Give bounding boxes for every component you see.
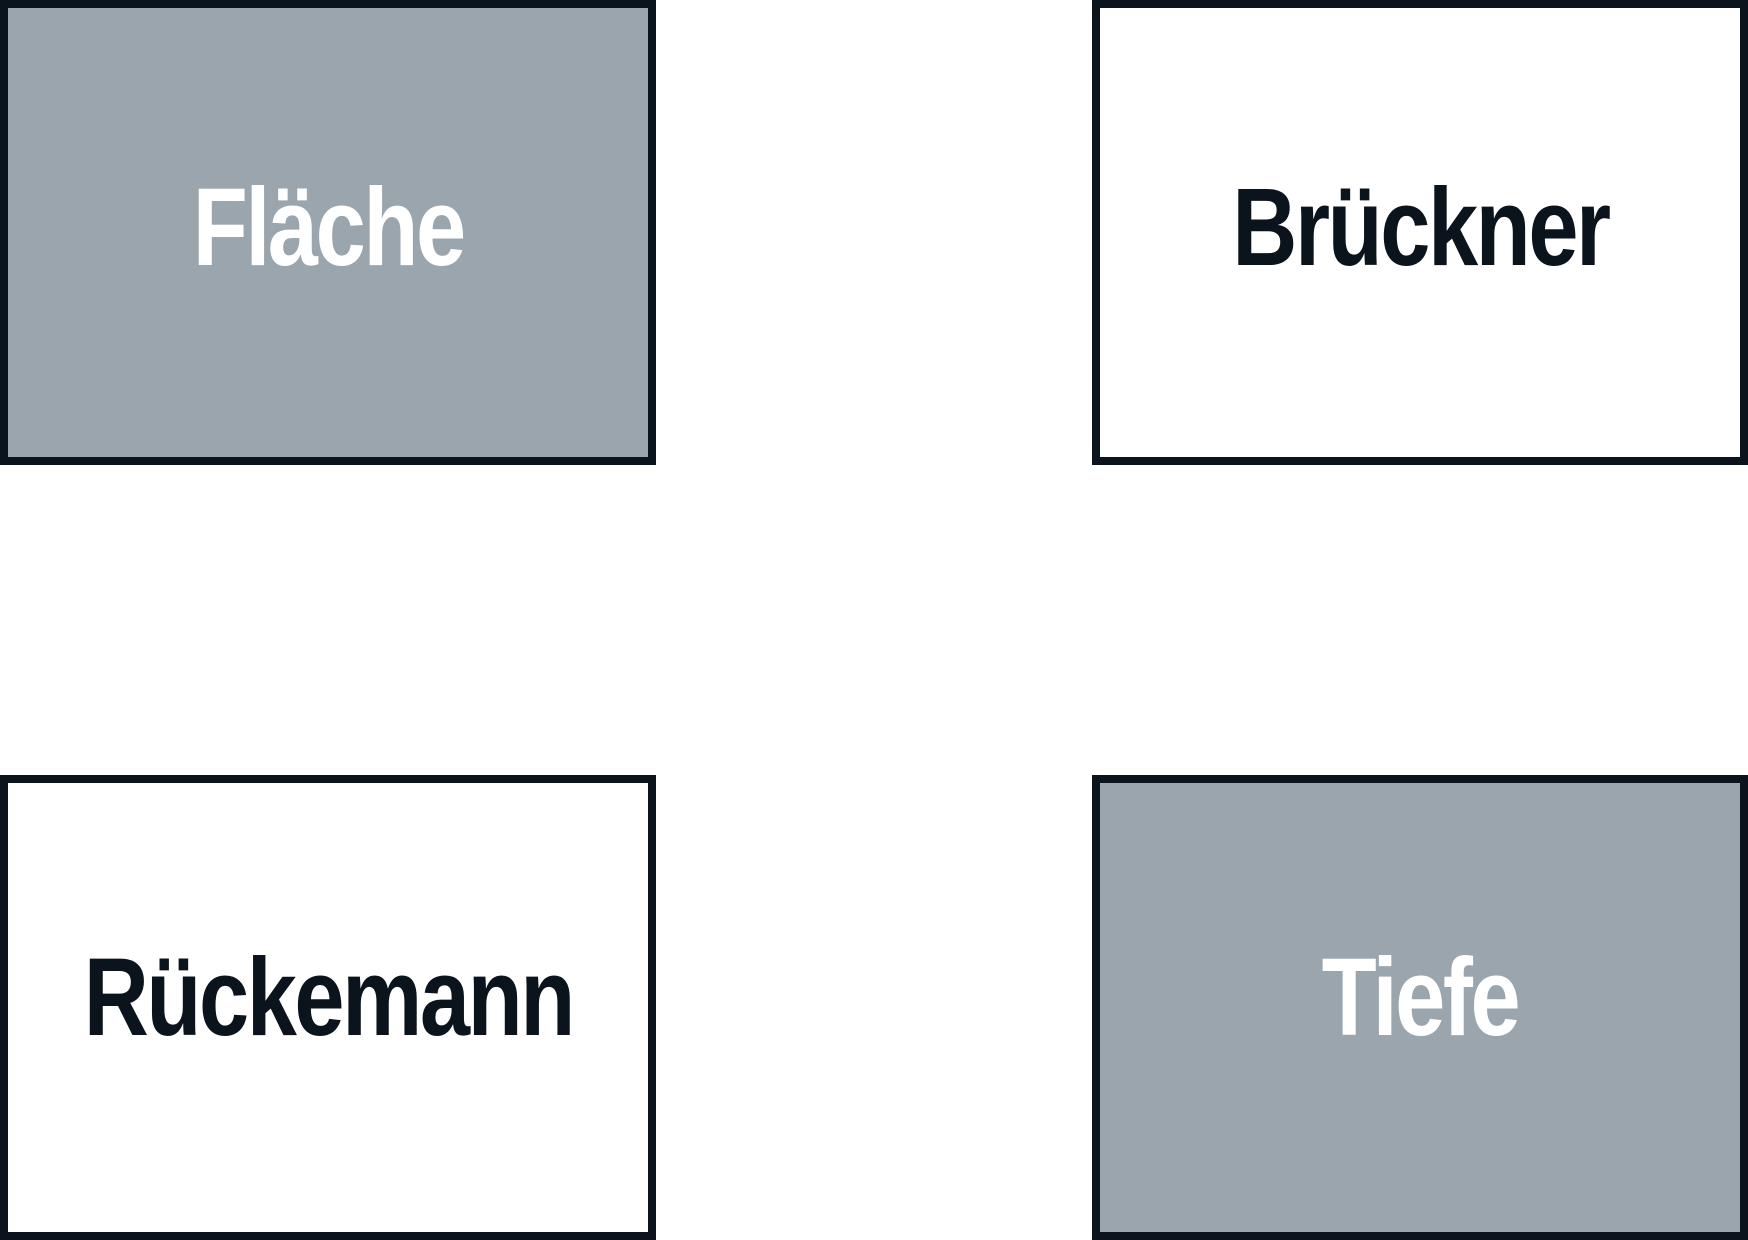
card-tiefe: Tiefe: [1092, 775, 1748, 1240]
card-label: Brückner: [1231, 165, 1611, 289]
card-label: Fläche: [192, 165, 465, 289]
card-label: Rückemann: [83, 935, 575, 1059]
card-brueckner: Brückner: [1092, 0, 1748, 465]
card-rueckemann: Rückemann: [0, 775, 656, 1240]
card-label: Tiefe: [1321, 935, 1521, 1059]
card-flaeche: Fläche: [0, 0, 656, 465]
